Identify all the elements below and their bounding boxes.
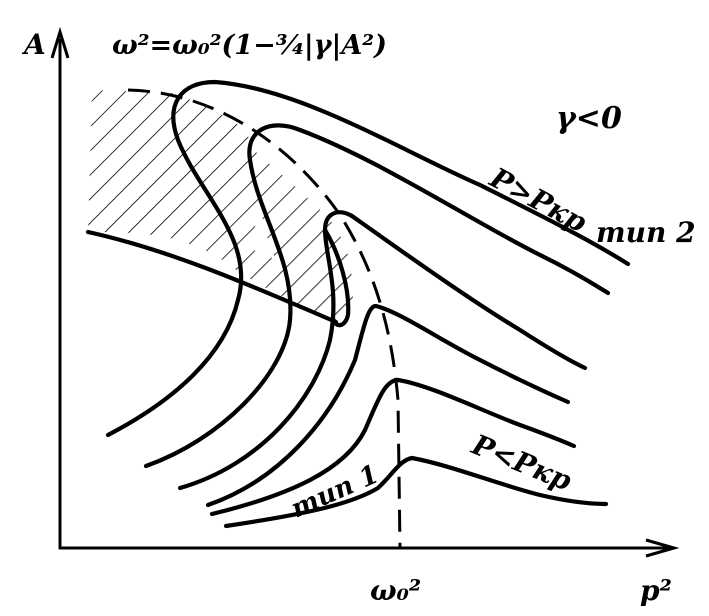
response-curve-3 xyxy=(177,210,588,491)
response-curve-6 xyxy=(223,455,609,529)
p-greater-label: P>Pкр xyxy=(484,161,593,240)
x-tick-omega0: ω₀² xyxy=(370,574,421,607)
type-1-label: тип 1 xyxy=(287,459,384,524)
response-curve-3-loop xyxy=(322,227,351,328)
unstable-region-hatching xyxy=(88,90,353,324)
type-2-label: тип 2 xyxy=(596,216,696,249)
x-axis-label: p² xyxy=(640,574,672,607)
gamma-condition-label: γ<0 xyxy=(556,101,622,136)
x-axis-arrow xyxy=(645,538,680,558)
backbone-formula: ω²=ω₀²(1−³⁄₄|γ|A²) xyxy=(112,30,387,61)
response-curve-2 xyxy=(143,123,611,469)
response-curve-5 xyxy=(209,377,577,517)
response-curve-4 xyxy=(205,303,571,508)
y-axis-label: A xyxy=(21,28,46,61)
backbone-curve xyxy=(127,88,402,549)
stability-boundary-curve xyxy=(85,229,339,325)
y-axis-arrow xyxy=(50,26,70,59)
response-curve-1 xyxy=(105,79,631,438)
